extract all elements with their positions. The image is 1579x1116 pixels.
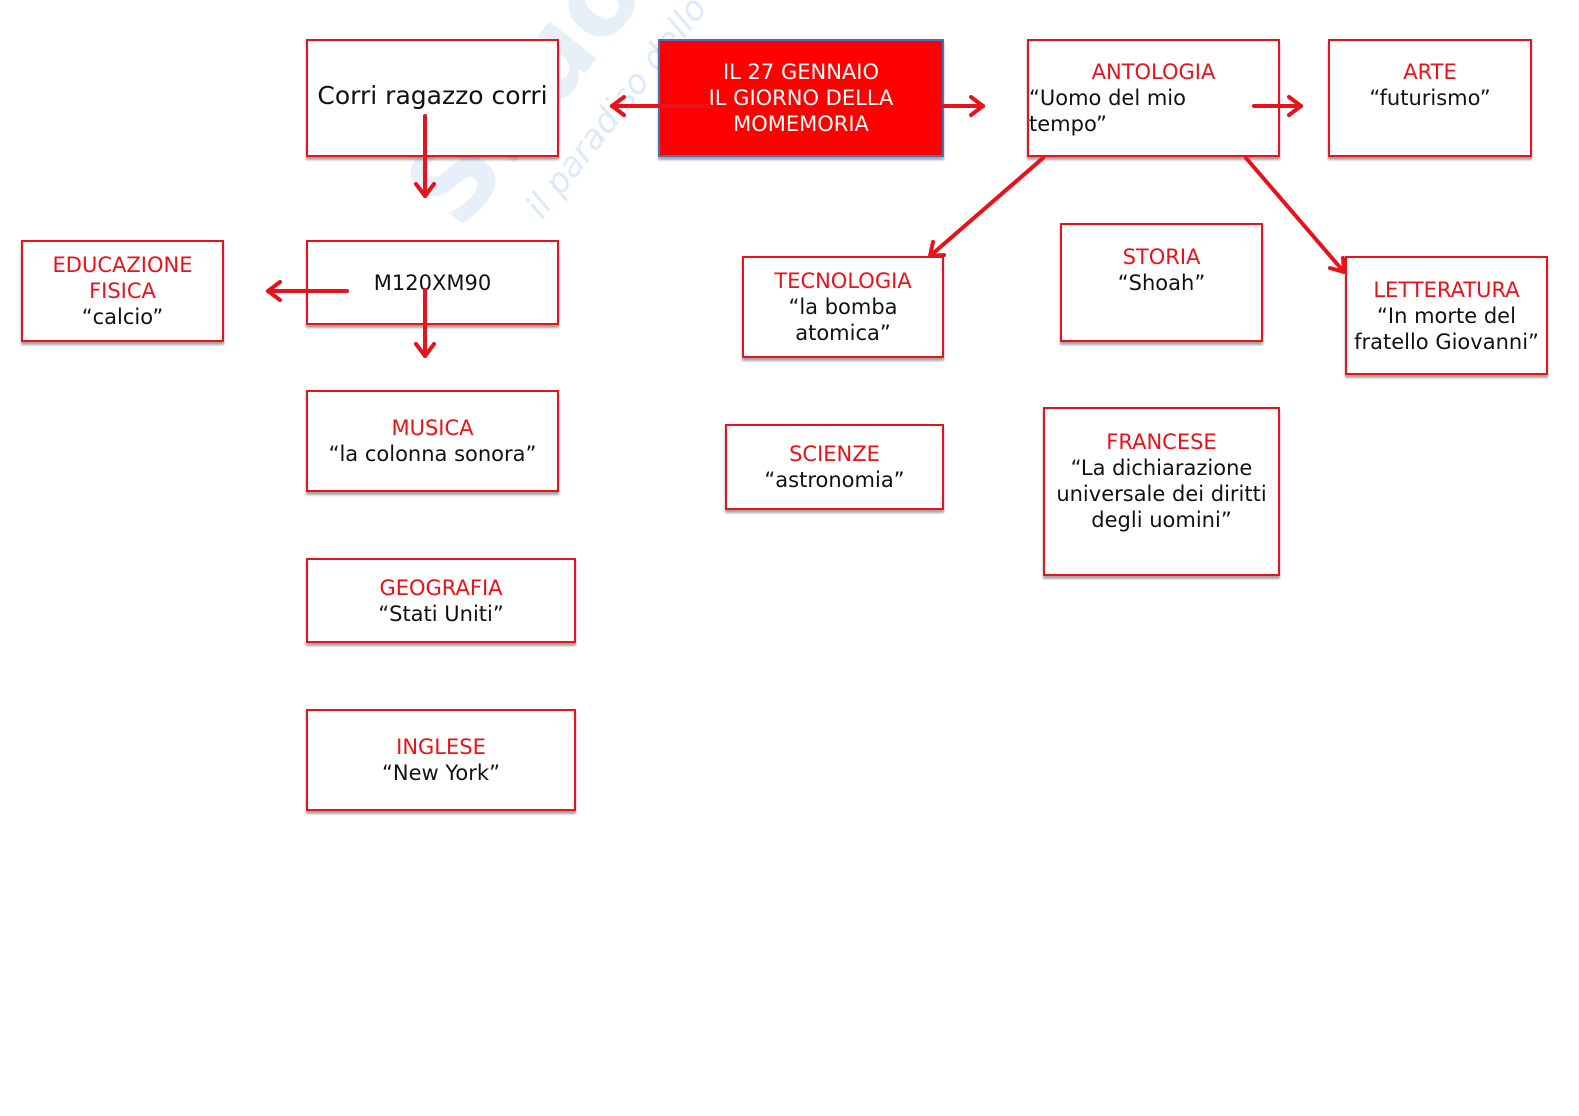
node-inglese: INGLESE “New York” xyxy=(306,709,576,811)
node-title: LETTERATURA xyxy=(1373,277,1520,302)
node-text: “New York” xyxy=(382,761,500,785)
node-scienze: SCIENZE “astronomia” xyxy=(725,424,944,510)
node-text: “la colonna sonora” xyxy=(328,442,537,466)
node-letteratura: LETTERATURA “In morte del fratello Giova… xyxy=(1345,256,1548,375)
center-line-2: IL GIORNO DELLA xyxy=(708,86,894,110)
node-title: FRANCESE xyxy=(1106,429,1217,454)
node-francese: FRANCESE “La dichiarazione universale de… xyxy=(1043,407,1280,576)
node-geografia: GEOGRAFIA “Stati Uniti” xyxy=(306,558,576,643)
node-text: “calcio” xyxy=(81,305,164,329)
node-title: GEOGRAFIA xyxy=(379,575,503,600)
node-musica: MUSICA “la colonna sonora” xyxy=(306,390,559,492)
node-text: fratello Giovanni” xyxy=(1354,329,1539,354)
node-text: “futurismo” xyxy=(1369,86,1491,110)
node-text: “Uomo del mio xyxy=(1029,86,1186,110)
node-storia: STORIA “Shoah” xyxy=(1060,223,1263,342)
node-text: universale dei diritti xyxy=(1056,481,1267,506)
node-title: FISICA xyxy=(89,279,156,303)
center-line-3: MOMEMORIA xyxy=(733,112,869,136)
node-title: EDUCAZIONE xyxy=(52,253,193,277)
node-educazione-fisica: EDUCAZIONE FISICA “calcio” xyxy=(21,240,224,342)
node-text: M120XM90 xyxy=(373,271,492,295)
node-m120xm90: M120XM90 xyxy=(306,240,559,325)
node-text: “la bomba xyxy=(788,295,898,319)
node-text: “Shoah” xyxy=(1117,270,1206,295)
node-text: Corri ragazzo corri xyxy=(317,81,548,110)
node-title: STORIA xyxy=(1122,244,1201,269)
node-text: “In morte del xyxy=(1377,303,1516,328)
node-title: SCIENZE xyxy=(789,442,880,466)
node-title: MUSICA xyxy=(391,416,474,440)
node-title: ARTE xyxy=(1403,60,1457,84)
node-text: degli uomini” xyxy=(1091,507,1232,532)
node-title: TECNOLOGIA xyxy=(774,269,912,293)
node-text: “La dichiarazione xyxy=(1070,455,1253,480)
arrow-center-to-antologia xyxy=(942,95,985,117)
node-title: INGLESE xyxy=(396,735,486,759)
node-title: ANTOLOGIA xyxy=(1091,60,1216,84)
node-text: atomica” xyxy=(795,321,891,345)
arrow-antologia-to-tecnologia xyxy=(928,156,1045,258)
node-tecnologia: TECNOLOGIA “la bomba atomica” xyxy=(742,256,944,358)
center-line-1: IL 27 GENNAIO xyxy=(722,60,879,84)
node-text: “astronomia” xyxy=(764,468,905,492)
node-arte: ARTE “futurismo” xyxy=(1328,39,1532,157)
node-corri-ragazzo-corri: Corri ragazzo corri xyxy=(306,39,559,157)
node-central-topic: IL 27 GENNAIO IL GIORNO DELLA MOMEMORIA xyxy=(658,39,944,157)
node-text: “Stati Uniti” xyxy=(378,601,504,626)
node-antologia: ANTOLOGIA “Uomo del mio tempo” xyxy=(1027,39,1280,157)
node-text: tempo” xyxy=(1029,112,1107,136)
